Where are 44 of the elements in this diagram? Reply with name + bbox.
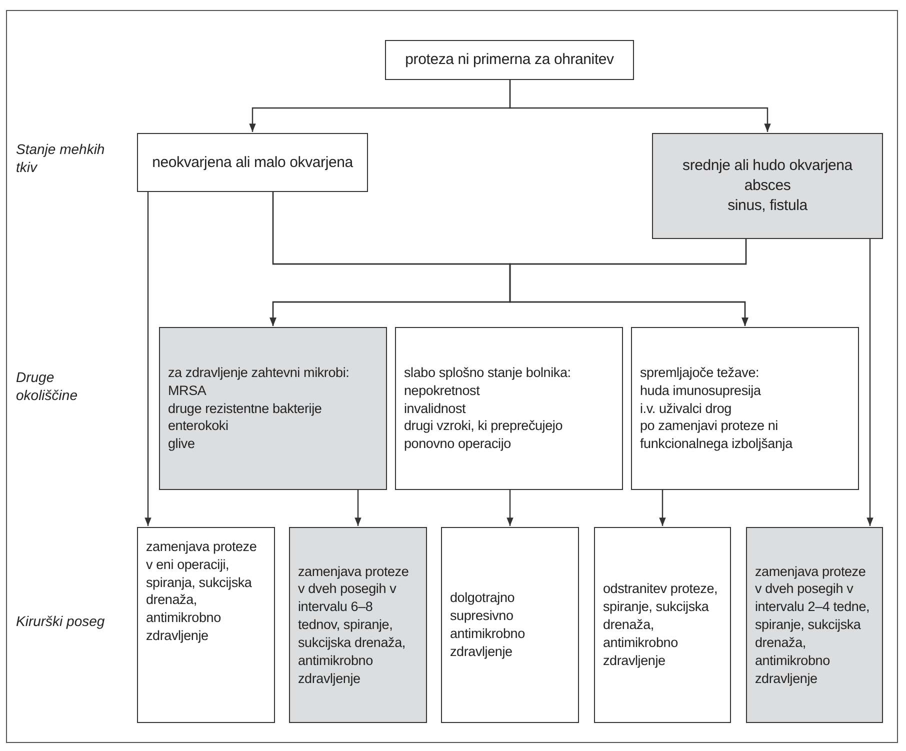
box-text: slabo splošno stanje bolnika:	[404, 364, 571, 382]
arrow	[659, 489, 666, 526]
box-text: nepokretnost	[404, 382, 480, 400]
process-box	[652, 133, 883, 239]
box-text: absces	[744, 176, 791, 196]
arrow	[354, 489, 362, 526]
box-text: glive	[168, 435, 195, 454]
box-text: invalidnost	[404, 400, 466, 418]
box-text: proteza ni primerna za ohranitev	[405, 50, 614, 70]
process-box	[137, 133, 368, 192]
row-label: Stanje mehkih tkiv	[16, 140, 106, 176]
box-text: odstranitev proteze, spiranje, sukcijska drenaža, antimikrobno zdravljenje	[603, 580, 719, 670]
box-text: srednje ali hudo okvarjena	[682, 156, 852, 176]
box-text: huda imunosupresija	[640, 382, 761, 400]
arrow	[509, 239, 748, 326]
process-box	[159, 327, 387, 490]
process-box	[137, 527, 275, 723]
box-text: drugi vzroki, ki preprečujejo ponovno operacijo	[404, 417, 564, 454]
process-box	[594, 527, 731, 723]
box-text: druge rezistentne bakterije	[168, 400, 322, 418]
process-box	[441, 527, 579, 723]
process-box	[746, 527, 883, 723]
process-box	[385, 40, 634, 80]
box-text: spremljajoče težave:	[640, 364, 760, 382]
box-text: neokvarjena ali malo okvarjena	[152, 152, 353, 172]
box-text: i.v. uživalci drog	[640, 400, 732, 418]
box-text: sinus, fistula	[728, 196, 808, 216]
box-text: za zdravljenje zahtevni mikrobi:	[168, 364, 350, 382]
process-box	[631, 327, 859, 490]
process-box	[395, 327, 623, 490]
arrow	[144, 191, 152, 526]
box-text: MRSA	[168, 382, 206, 400]
arrow	[509, 80, 771, 132]
box-text: po zamenjavi proteze ni funkcionalnega izboljšanja	[640, 417, 794, 454]
box-text: zamenjava proteze v dveh posegih v intervalu 6–8 tednov, spiranje, sukcijska drenaža, antimikrobno zdravljenje	[298, 562, 410, 688]
box-text: zamenjava proteze v dveh posegih v intervalu 2–4 tedne, spiranje, sukcijska drenaža, antimikrobno zdravljenje	[755, 562, 871, 688]
arrow	[866, 238, 874, 526]
arrow	[506, 489, 514, 526]
box-text: dolgotrajno supresivno antimikrobno zdravljenje	[450, 589, 526, 661]
process-box	[289, 527, 427, 723]
row-label: Druge okoliščine	[16, 368, 78, 404]
row-label: Kirurški poseg	[16, 612, 106, 630]
box-text: zamenjava proteze v eni operaciji, spiranja, sukcijska drenaža, antimikrobno zdravljenje	[146, 538, 258, 645]
box-text: enterokoki	[168, 417, 228, 436]
